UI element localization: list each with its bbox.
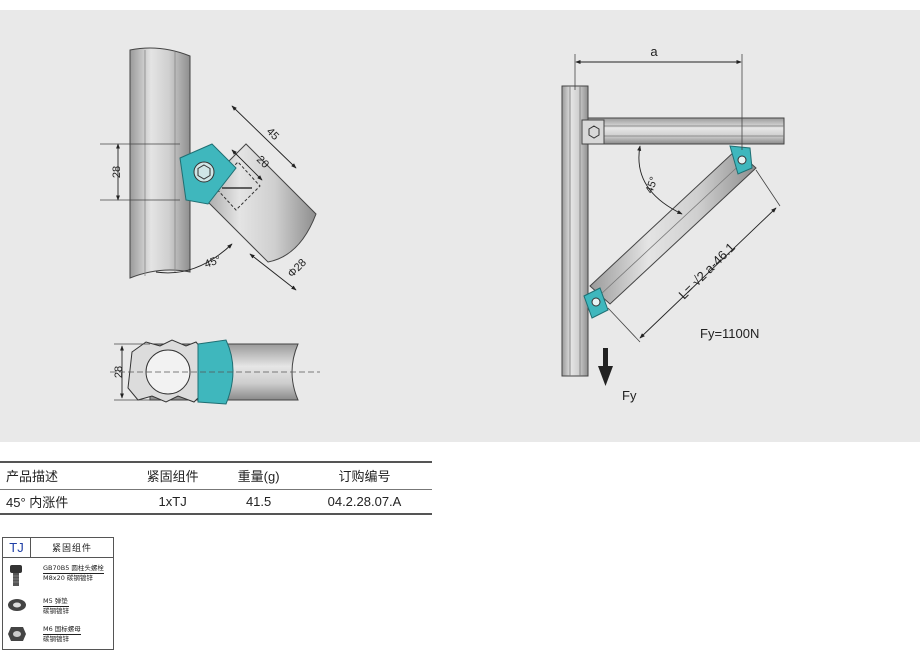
col-header-description: 产品描述 <box>0 461 126 490</box>
dim-a: a <box>650 44 658 59</box>
bolt-spec: GB70B5 圆柱头螺栓 M8x20 碳钢镀锌 <box>43 564 104 582</box>
side-view-left: 28 45 20 Φ28 45° <box>100 47 317 291</box>
frame-view: a 45° L= √2 a-46.1 Fy=1100N Fy <box>561 44 785 403</box>
dim-diameter: Φ28 <box>286 257 309 280</box>
bolt-icon <box>10 565 22 586</box>
dim-angle-left: 45° <box>203 254 223 271</box>
list-item: M5 弹垫 碳钢镀锌 <box>3 595 113 621</box>
technical-drawing: 28 45 20 Φ28 45° 28 <box>0 10 920 442</box>
table-row: 45° 内涨件 1xTJ 41.5 04.2.28.07.A <box>0 489 432 515</box>
washer-spec-line2: 碳钢镀锌 <box>43 606 69 615</box>
cell-description: 45° 内涨件 <box>0 489 126 515</box>
dim-28-left: 28 <box>111 166 123 178</box>
dim-45: 45 <box>264 126 281 143</box>
bolt-spec-line1: GB70B5 圆柱头螺栓 <box>43 564 104 574</box>
cell-weight: 41.5 <box>220 489 297 515</box>
bolt-spec-line2: M8x20 碳钢镀锌 <box>43 573 93 582</box>
nut-spec: M6 国标螺母 碳钢镀锌 <box>43 625 81 643</box>
fastener-kit-title: 紧固组件 <box>51 544 92 554</box>
col-header-weight: 重量(g) <box>220 461 297 490</box>
fastener-kit-code: TJ <box>3 538 31 557</box>
fastener-kit-box: TJ 紧固组件 GB70B5 圆柱头螺栓 M8x20 碳钢镀锌 M5 弹垫 碳钢… <box>2 537 114 650</box>
table-header-row: 产品描述 紧固组件 重量(g) 订购编号 <box>0 461 432 490</box>
washer-spec: M5 弹垫 碳钢镀锌 <box>43 597 69 615</box>
cell-order-no: 04.2.28.07.A <box>296 489 432 515</box>
nut-spec-line2: 碳钢镀锌 <box>43 634 69 643</box>
col-header-order-no: 订购编号 <box>296 461 432 490</box>
force-label: Fy=1100N <box>700 326 759 341</box>
dim-angle-right: 45° <box>644 175 661 195</box>
nut-icon <box>8 627 26 641</box>
spec-table: 产品描述 紧固组件 重量(g) 订购编号 45° 内涨件 1xTJ 41.5 0… <box>0 461 432 515</box>
nut-spec-line1: M6 国标螺母 <box>43 625 81 635</box>
fastener-kit-header: TJ 紧固组件 <box>3 538 113 558</box>
list-item: GB70B5 圆柱头螺栓 M8x20 碳钢镀锌 <box>3 562 113 588</box>
washer-icon <box>8 599 26 611</box>
dim-28-section: 28 <box>113 366 125 378</box>
fy-label: Fy <box>622 388 637 403</box>
list-item: M6 国标螺母 碳钢镀锌 <box>3 623 113 649</box>
section-view: 28 <box>110 339 320 405</box>
cell-fastener: 1xTJ <box>125 489 221 515</box>
dim-length: L= √2 a-46.1 <box>676 240 738 302</box>
col-header-fastener: 紧固组件 <box>125 461 221 490</box>
drawing-svg: 28 45 20 Φ28 45° 28 <box>100 44 785 405</box>
washer-spec-line1: M5 弹垫 <box>43 597 69 607</box>
